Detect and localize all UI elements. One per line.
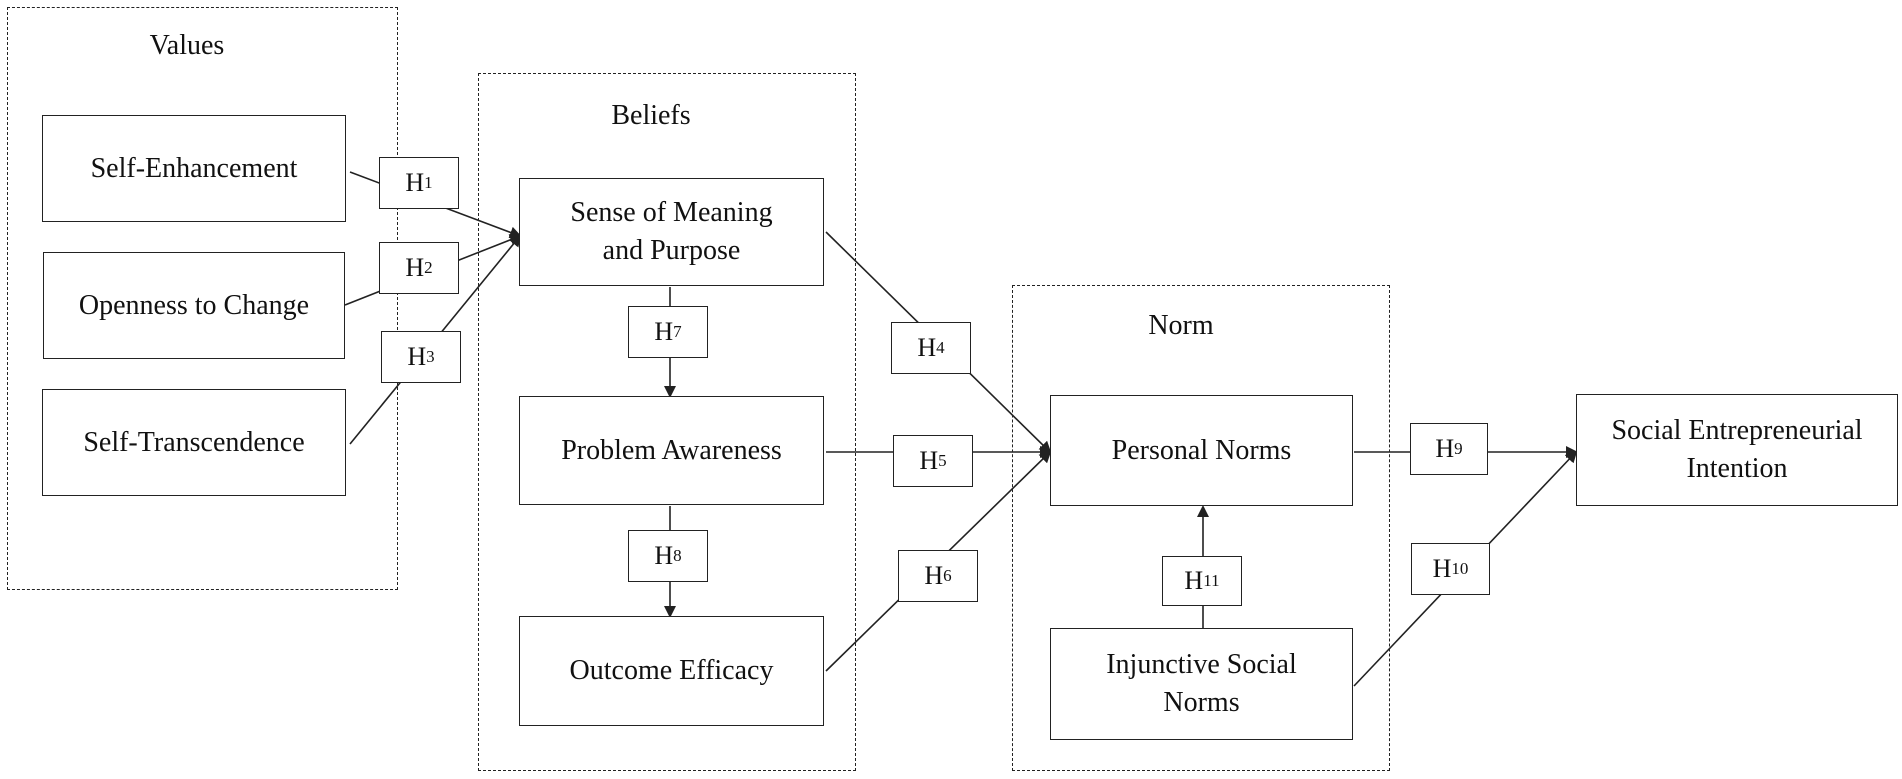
injunctive-social-norms-label-line1: Injunctive Social: [1106, 649, 1297, 680]
social-entrepreneurial-intention-node: Social Entrepreneurial Intention: [1576, 394, 1898, 506]
h3-letter: H: [407, 342, 427, 371]
h6-letter: H: [924, 561, 944, 590]
personal-norms-label: Personal Norms: [1111, 434, 1292, 466]
h11-letter: H: [1184, 566, 1204, 595]
h9-letter: H: [1435, 434, 1455, 463]
sense-of-meaning-label-line1: Sense of Meaning: [570, 197, 773, 228]
h2-letter: H: [405, 253, 425, 282]
sense-of-meaning-node: Sense of Meaning and Purpose: [519, 178, 824, 286]
beliefs-group: [478, 73, 856, 771]
beliefs-group-title: Beliefs: [611, 100, 691, 131]
sense-of-meaning-label-line2: and Purpose: [602, 235, 741, 266]
h4-letter: H: [917, 333, 937, 362]
personal-norms-node: Personal Norms: [1050, 395, 1353, 506]
problem-awareness-node: Problem Awareness: [519, 396, 824, 505]
injunctive-social-norms-node: Injunctive Social Norms: [1050, 628, 1353, 740]
values-group-title: Values: [149, 30, 225, 61]
self-transcendence-node: Self-Transcendence: [42, 389, 346, 496]
social-intention-label-line1: Social Entrepreneurial: [1611, 415, 1863, 446]
injunctive-social-norms-label-line2: Norms: [1163, 687, 1240, 718]
h5-letter: H: [919, 446, 939, 475]
h7-letter: H: [654, 317, 674, 346]
outcome-efficacy-node: Outcome Efficacy: [519, 616, 824, 726]
self-enhancement-label: Self-Enhancement: [90, 152, 298, 184]
norm-group-title: Norm: [1148, 310, 1214, 341]
problem-awareness-label: Problem Awareness: [561, 434, 782, 466]
self-transcendence-label: Self-Transcendence: [83, 426, 305, 458]
social-intention-label-line2: Intention: [1686, 453, 1788, 484]
values-group: [7, 7, 398, 590]
openness-to-change-label: Openness to Change: [78, 289, 310, 321]
h1-letter: H: [405, 168, 425, 197]
self-enhancement-node: Self-Enhancement: [42, 115, 346, 222]
openness-to-change-node: Openness to Change: [43, 252, 345, 359]
outcome-efficacy-label: Outcome Efficacy: [569, 655, 774, 686]
norm-group: [1012, 285, 1390, 771]
h10-letter: H: [1432, 554, 1452, 583]
h8-letter: H: [654, 541, 674, 570]
